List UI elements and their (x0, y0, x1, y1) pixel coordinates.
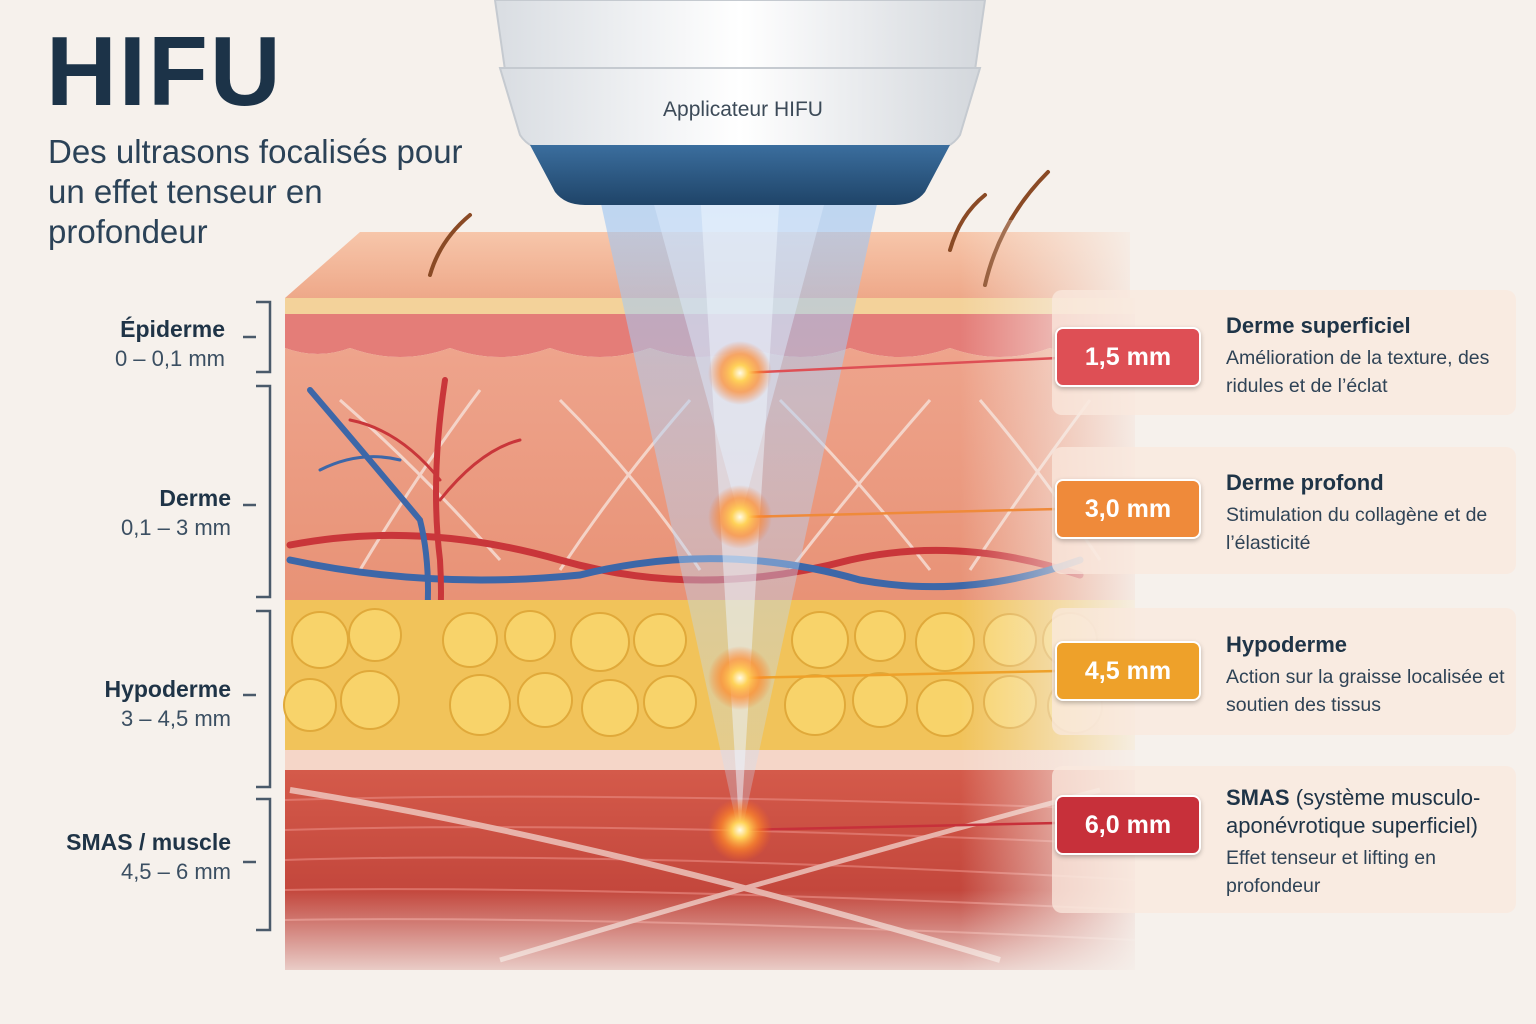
layer-brackets (243, 300, 272, 932)
info-title-main: SMAS (1226, 785, 1290, 810)
layer-depth: 0,1 – 3 mm (120, 515, 231, 540)
layer-name: Épiderme (120, 316, 225, 342)
layer-label-hypodermis: Hypoderme 3 – 4,5 mm (0, 674, 231, 734)
info-block-1: Derme superficiel Amélioration de la tex… (1226, 312, 1526, 400)
layer-name: Hypoderme (104, 676, 231, 702)
info-title: Derme superficiel (1226, 313, 1411, 338)
page-subtitle: Des ultrasons focalisés pour un effet te… (48, 133, 463, 250)
info-description: Effet tenseur et lifting en profondeur (1226, 847, 1436, 897)
info-title: Hypoderme (1226, 632, 1348, 657)
focal-point-2 (708, 485, 772, 549)
info-block-3: Hypoderme Action sur la graisse localisé… (1226, 631, 1526, 719)
info-title: Derme profond (1226, 470, 1384, 495)
focal-point-1 (708, 341, 772, 405)
focal-point-4 (708, 798, 772, 862)
layer-depth: 4,5 – 6 mm (120, 859, 231, 884)
depth-badge-2: 3,0 mm (1055, 479, 1201, 539)
info-description: Stimulation du collagène et de l’élastic… (1226, 504, 1488, 554)
fascia-band (285, 750, 1135, 770)
layer-name: Derme (159, 485, 231, 511)
depth-badge-1: 1,5 mm (1055, 327, 1201, 387)
focal-connectors (739, 356, 1059, 832)
info-block-4: SMAS (système musculo-aponévrotique supe… (1226, 784, 1526, 900)
focal-point-3 (708, 646, 772, 710)
layer-label-dermis: Derme 0,1 – 3 mm (0, 483, 231, 543)
info-title-smas: SMAS (système musculo-aponévrotique supe… (1226, 784, 1526, 840)
info-title-extra: (système musculo-aponévrotique superfici… (1226, 785, 1481, 838)
layer-depth: 3 – 4,5 mm (120, 706, 231, 731)
info-block-2: Derme profond Stimulation du collagène e… (1226, 469, 1526, 557)
info-description: Amélioration de la texture, des ridules … (1226, 347, 1490, 397)
layer-label-epidermis: Épiderme 0 – 0,1 mm (0, 314, 225, 374)
layer-depth: 0 – 0,1 mm (114, 346, 225, 371)
applicator-label: Applicateur HIFU (663, 98, 823, 121)
layer-name: SMAS / muscle (66, 829, 231, 855)
depth-badge-3: 4,5 mm (1055, 641, 1201, 701)
depth-badge-4: 6,0 mm (1055, 795, 1201, 855)
page-title: HIFU (46, 16, 283, 126)
applicator-device (493, 0, 987, 205)
info-description: Action sur la graisse localisée et souti… (1226, 666, 1505, 716)
focal-points (708, 341, 772, 862)
layer-label-smas: SMAS / muscle 4,5 – 6 mm (0, 827, 231, 887)
